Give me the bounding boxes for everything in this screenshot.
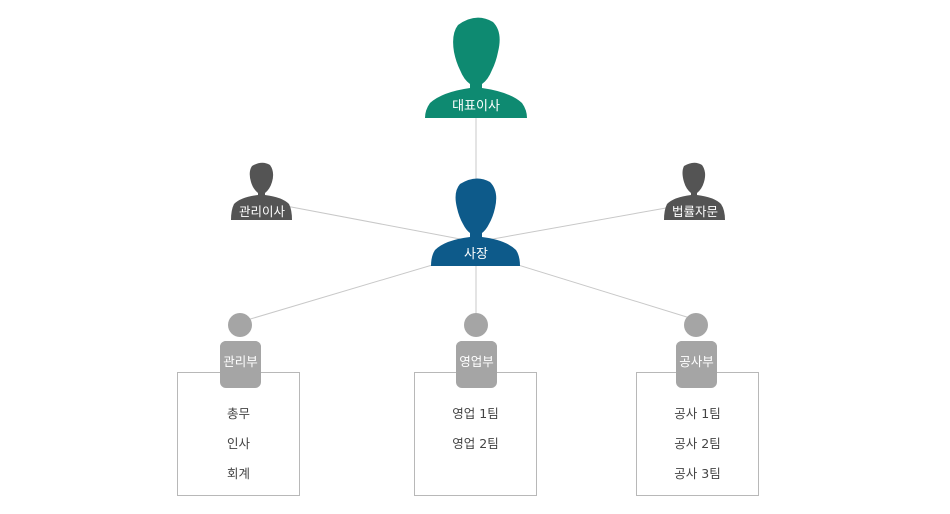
dept-box-construction: 공사 1팀 공사 2팀 공사 3팀 bbox=[636, 372, 759, 496]
dept-item: 회계 bbox=[226, 466, 250, 481]
ceo-label: 대표이사 bbox=[452, 99, 500, 114]
advisor-left-person-icon bbox=[231, 162, 292, 220]
president-person-icon bbox=[431, 178, 520, 266]
dept-right-label: 공사부 bbox=[679, 354, 714, 369]
dept-left-label: 관리부 bbox=[223, 354, 258, 369]
advisor-right-person-icon bbox=[664, 162, 725, 220]
connector-president-advisor-right bbox=[475, 207, 667, 243]
dept-box-sales: 영업 1팀 영업 2팀 bbox=[414, 372, 537, 496]
dept-item: 영업 1팀 bbox=[452, 406, 499, 421]
advisor-right-label: 법률자문 bbox=[671, 204, 718, 219]
dept-item: 공사 3팀 bbox=[674, 466, 721, 481]
dept-item: 총무 bbox=[226, 406, 250, 421]
advisor-left-label: 관리이사 bbox=[238, 204, 285, 219]
connector-president-advisor-left bbox=[285, 205, 477, 243]
ceo-person-icon bbox=[425, 17, 527, 118]
dept-item: 공사 1팀 bbox=[674, 406, 721, 421]
dept-middle-label: 영업부 bbox=[459, 354, 494, 369]
dept-item: 영업 2팀 bbox=[452, 436, 499, 451]
dept-item: 공사 2팀 bbox=[674, 436, 721, 451]
dept-item: 인사 bbox=[226, 436, 250, 451]
president-label: 사장 bbox=[464, 247, 488, 262]
dept-box-admin: 총무 인사 회계 bbox=[177, 372, 300, 496]
